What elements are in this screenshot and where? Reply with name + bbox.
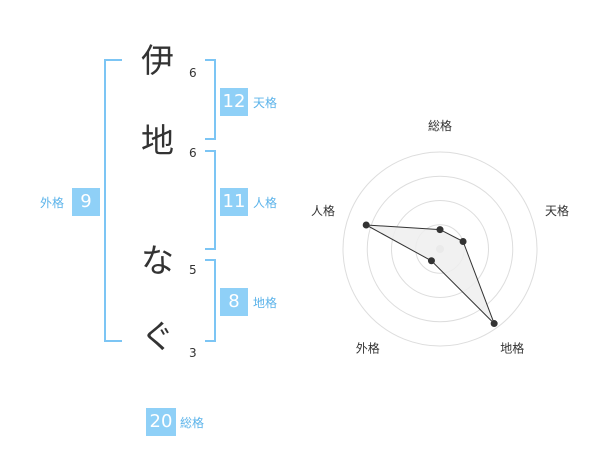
radar-value-polygon [365, 224, 495, 324]
chikaku-value: 8 [220, 288, 248, 316]
name-char-3: な [141, 241, 174, 280]
stroke-count-2: 6 [189, 146, 197, 160]
radar-point-2 [459, 238, 467, 246]
stroke-count-4: 3 [189, 346, 197, 360]
radar-point-1 [436, 226, 444, 234]
gaikaku-value: 9 [72, 188, 100, 216]
radar-point-4 [427, 257, 435, 265]
jinkaku-value: 11 [220, 188, 248, 216]
radar-axis-label-2: 天格 [545, 203, 569, 218]
jinkaku-bracket [205, 150, 216, 250]
tenkaku-value: 12 [220, 88, 248, 116]
name-char-2: 地 [141, 121, 174, 160]
radar-point-5 [362, 221, 370, 229]
radar-ring-4 [342, 151, 538, 347]
gaikaku-label: 外格 [40, 196, 65, 210]
radar-axis-label-4: 外格 [356, 341, 380, 356]
tenkaku-bracket [205, 59, 216, 140]
soukaku-label: 総格 [180, 416, 205, 430]
radar-axis-label-1: 総格 [428, 118, 452, 133]
radar-axis-label-5: 人格 [311, 203, 335, 218]
gaikaku-bracket [104, 59, 122, 342]
radar-axis-label-3: 地格 [500, 341, 524, 356]
soukaku-value: 20 [146, 408, 176, 436]
tenkaku-label: 天格 [253, 96, 278, 110]
name-char-4: ぐ [141, 317, 174, 356]
radar-ring-3 [366, 175, 514, 323]
jinkaku-label: 人格 [253, 196, 278, 210]
radar-ring-2 [391, 200, 489, 298]
chikaku-label: 地格 [253, 296, 278, 310]
chikaku-bracket [205, 259, 216, 342]
stroke-count-1: 6 [189, 66, 197, 80]
name-char-1: 伊 [141, 41, 174, 80]
radar-point-3 [490, 320, 498, 328]
stroke-count-3: 5 [189, 263, 197, 277]
